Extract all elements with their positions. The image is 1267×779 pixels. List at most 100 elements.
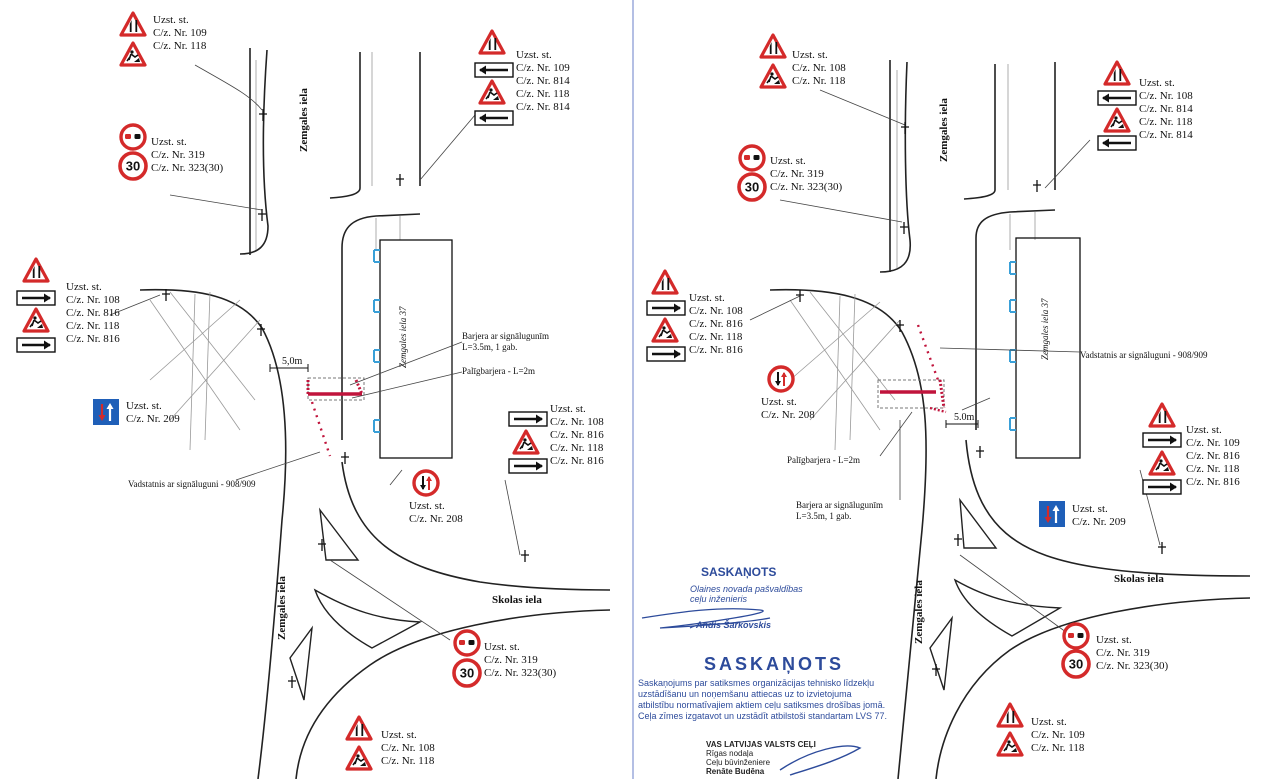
sign-line: C/z. Nr. 816 (66, 307, 120, 319)
road-label-skolas: Skolas iela (492, 594, 542, 606)
sign-line: C/z. Nr. 109 (516, 62, 570, 74)
road-works-sign-icon (512, 429, 540, 455)
sign-line: Uzst. st. (1072, 503, 1108, 515)
sign-line: C/z. Nr. 816 (1186, 476, 1240, 488)
lvc-stamp-text: Saskaņojums par satiksmes organizācijas … (638, 678, 887, 722)
road-narrowing-sign-icon (119, 11, 147, 37)
sign-line: C/z. Nr. 319 (484, 654, 538, 666)
sign-group-left-priority: Uzst. st. C/z. Nr. 208 (409, 500, 463, 526)
sign-line: C/z. Nr. 109 (1031, 729, 1085, 741)
left-plan (15, 11, 611, 779)
sign-line: C/z. Nr. 108 (1139, 90, 1193, 102)
priority-oncoming-sign-icon (767, 365, 795, 393)
sign-line: C/z. Nr. 108 (381, 742, 435, 754)
guide-post-icon (258, 108, 268, 122)
sign-line: Uzst. st. (1096, 634, 1132, 646)
sign-group-left-blue: Uzst. st. C/z. Nr. 209 (126, 400, 180, 426)
arrow-plate-icon (1096, 134, 1138, 152)
sign-line: C/z. Nr. 814 (1139, 129, 1193, 141)
no-overtaking-sign-icon (1062, 622, 1090, 650)
sign-group-right-blue: Uzst. st. C/z. Nr. 209 (1072, 503, 1126, 529)
sign-line: C/z. Nr. 816 (550, 455, 604, 467)
sign-group-left-top-left: Uzst. st. C/z. Nr. 109 C/z. Nr. 118 (153, 14, 207, 53)
sign-line: C/z. Nr. 323(30) (484, 667, 557, 679)
right-plan (645, 33, 1251, 779)
sign-line: C/z. Nr. 319 (770, 168, 824, 180)
no-overtaking-sign-icon (738, 144, 766, 172)
road-narrowing-sign-icon (1148, 402, 1176, 428)
road-works-sign-icon (478, 79, 506, 105)
sign-line: C/z. Nr. 323(30) (770, 181, 843, 193)
sign-line: C/z. Nr. 209 (126, 413, 180, 425)
sign-line: C/z. Nr. 118 (1186, 463, 1240, 475)
sign-group-left-left: Uzst. st. C/z. Nr. 108 C/z. Nr. 816 C/z.… (66, 281, 120, 346)
sign-line: C/z. Nr. 118 (516, 88, 570, 100)
sign-line: C/z. Nr. 814 (1139, 103, 1193, 115)
stamp-line: VAS LATVIJAS VALSTS CEĻI (706, 740, 816, 749)
road-works-sign-icon (119, 41, 147, 67)
note-line: Barjera ar signālugunīm (462, 331, 549, 341)
sign-group-right-top-mid: Uzst. st. C/z. Nr. 319 C/z. Nr. 323(30) (770, 155, 842, 194)
stamp-line: ceļu inženieris (690, 594, 748, 604)
road-works-sign-icon (996, 731, 1024, 757)
sign-group-right-left: Uzst. st. C/z. Nr. 108 C/z. Nr. 816 C/z.… (689, 292, 743, 357)
sign-line: C/z. Nr. 118 (153, 40, 207, 52)
sign-group-left-top-right: Uzst. st. C/z. Nr. 109 C/z. Nr. 814 C/z.… (516, 49, 570, 114)
road-label-zemgales-top: Zemgales iela (938, 98, 950, 162)
road-label-zemgales-top: Zemgales iela (298, 88, 310, 152)
sign-line: C/z. Nr. 118 (689, 331, 743, 343)
sign-line: C/z. Nr. 323(30) (1096, 660, 1169, 672)
arrow-plate-icon (473, 109, 515, 127)
guide-post-icon (161, 288, 171, 302)
stamp-line: Rīgas nodaļa (706, 749, 754, 758)
road-label-skolas: Skolas iela (1114, 573, 1164, 585)
lvc-stamp-graphics (779, 745, 862, 776)
note-line: L=3.5m, 1 gab. (462, 342, 518, 352)
guide-post-icon (975, 445, 985, 459)
sign-group-right-bottom-mid: Uzst. st. C/z. Nr. 319 C/z. Nr. 323(30) (1096, 634, 1168, 673)
sign-line: C/z. Nr. 118 (550, 442, 604, 454)
stamp-line: atbilstību normatīvajiem aktiem ceļu sat… (638, 700, 886, 710)
right-road-thin-lines (789, 64, 1036, 451)
building-label: Zemgales iela 37 (398, 306, 408, 369)
municipal-stamp-name: Andis Šarkovskis (696, 620, 772, 630)
speed-limit-30-sign-icon (118, 151, 148, 181)
arrow-plate-icon (1141, 431, 1183, 449)
sign-line: Uzst. st. (689, 292, 725, 304)
sign-group-right-priority: Uzst. st. C/z. Nr. 208 (761, 396, 815, 422)
sign-line: C/z. Nr. 118 (1139, 116, 1193, 128)
sign-line: C/z. Nr. 108 (66, 294, 120, 306)
sign-line: C/z. Nr. 816 (550, 429, 604, 441)
sign-line: C/z. Nr. 118 (381, 755, 435, 767)
speed-limit-30-sign-icon (452, 658, 482, 688)
sign-line: C/z. Nr. 108 (550, 416, 604, 428)
sign-line: C/z. Nr. 209 (1072, 516, 1126, 528)
priority-over-oncoming-sign-icon (1037, 499, 1067, 529)
road-narrowing-sign-icon (651, 269, 679, 295)
sign-line: Uzst. st. (151, 136, 187, 148)
note-barrier: Barjera ar signālugunīm L=3.5m, 1 gab. (462, 331, 549, 353)
sign-line: C/z. Nr. 814 (516, 75, 570, 87)
right-work-zone (877, 324, 979, 428)
note-aux-barrier: Palīgbarjera - L=2m (787, 455, 861, 465)
arrow-plate-icon (1141, 478, 1183, 496)
sign-group-right-right: Uzst. st. C/z. Nr. 109 C/z. Nr. 816 C/z.… (1186, 424, 1240, 489)
arrow-plate-icon (645, 299, 687, 317)
road-narrowing-sign-icon (345, 715, 373, 741)
sign-line: Uzst. st. (66, 281, 102, 293)
sign-group-right-top-left: Uzst. st. C/z. Nr. 108 C/z. Nr. 118 (792, 49, 846, 88)
road-works-sign-icon (651, 317, 679, 343)
building-label: Zemgales iela 37 (1040, 298, 1050, 361)
sign-group-left-right: Uzst. st. C/z. Nr. 108 C/z. Nr. 816 C/z.… (550, 403, 604, 468)
stamp-line: Saskaņojums par satiksmes organizācijas … (638, 678, 875, 688)
sign-line: C/z. Nr. 118 (1031, 742, 1085, 754)
road-works-sign-icon (345, 745, 373, 771)
arrow-plate-icon (645, 345, 687, 363)
guide-post-icon (395, 173, 405, 187)
sign-line: C/z. Nr. 323(30) (151, 162, 224, 174)
sign-line: C/z. Nr. 814 (516, 101, 570, 113)
road-label-zemgales-bottom: Zemgales iela (276, 576, 288, 640)
guide-post-icon (520, 549, 530, 563)
guide-post-icon (1157, 541, 1167, 555)
